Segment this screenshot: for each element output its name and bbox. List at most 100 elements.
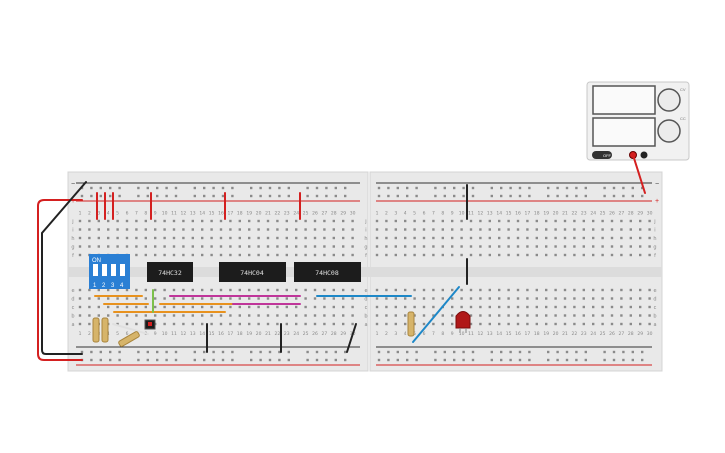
breadboard-hole[interactable] <box>622 350 625 354</box>
breadboard-hole[interactable] <box>406 194 409 198</box>
breadboard-hole[interactable] <box>432 219 435 223</box>
breadboard-hole[interactable] <box>238 236 241 240</box>
breadboard-hole[interactable] <box>323 236 326 240</box>
breadboard-hole[interactable] <box>460 228 463 231</box>
breadboard-hole[interactable] <box>629 305 632 309</box>
breadboard-hole[interactable] <box>193 186 196 190</box>
breadboard-hole[interactable] <box>97 288 100 292</box>
breadboard-hole[interactable] <box>488 314 491 317</box>
breadboard-hole[interactable] <box>212 358 215 362</box>
breadboard-hole[interactable] <box>118 186 121 190</box>
breadboard-hole[interactable] <box>554 236 557 240</box>
breadboard-hole[interactable] <box>295 305 298 309</box>
breadboard-hole[interactable] <box>144 305 147 309</box>
breadboard-hole[interactable] <box>612 350 616 354</box>
breadboard-hole[interactable] <box>488 253 491 257</box>
breadboard-hole[interactable] <box>219 245 223 248</box>
breadboard-hole[interactable] <box>413 253 416 257</box>
breadboard-hole[interactable] <box>498 228 501 231</box>
breadboard-hole[interactable] <box>535 228 538 231</box>
breadboard-hole[interactable] <box>144 228 147 231</box>
breadboard-hole[interactable] <box>163 288 166 292</box>
breadboard-hole[interactable] <box>201 228 204 231</box>
breadboard-hole[interactable] <box>396 350 399 354</box>
breadboard-hole[interactable] <box>295 314 298 317</box>
breadboard-hole[interactable] <box>219 314 223 317</box>
breadboard-hole[interactable] <box>404 236 407 240</box>
breadboard-hole[interactable] <box>99 350 102 354</box>
breadboard-hole[interactable] <box>221 194 225 198</box>
breadboard-hole[interactable] <box>174 186 178 190</box>
breadboard-hole[interactable] <box>601 305 604 309</box>
breadboard-hole[interactable] <box>394 314 397 317</box>
breadboard-hole[interactable] <box>375 236 379 240</box>
breadboard-hole[interactable] <box>172 297 176 300</box>
breadboard-hole[interactable] <box>622 194 625 198</box>
breadboard-hole[interactable] <box>154 297 157 300</box>
breadboard-hole[interactable] <box>432 253 435 257</box>
breadboard-hole[interactable] <box>219 297 223 300</box>
breadboard-hole[interactable] <box>163 314 166 317</box>
breadboard-hole[interactable] <box>118 350 121 354</box>
breadboard-hole[interactable] <box>563 305 567 309</box>
breadboard-hole[interactable] <box>193 194 196 198</box>
breadboard-hole[interactable] <box>601 288 604 292</box>
breadboard-hole[interactable] <box>107 288 110 292</box>
breadboard-hole[interactable] <box>582 245 585 248</box>
negative-terminal[interactable] <box>640 151 648 159</box>
breadboard-hole[interactable] <box>385 314 388 317</box>
breadboard-hole[interactable] <box>116 322 119 326</box>
breadboard-hole[interactable] <box>396 186 399 190</box>
breadboard-hole[interactable] <box>99 186 102 190</box>
breadboard-hole[interactable] <box>342 305 345 309</box>
breadboard-hole[interactable] <box>257 253 260 257</box>
breadboard-hole[interactable] <box>498 322 501 326</box>
breadboard-hole[interactable] <box>268 194 272 198</box>
breadboard-hole[interactable] <box>238 297 241 300</box>
breadboard-hole[interactable] <box>97 297 100 300</box>
breadboard-hole[interactable] <box>554 288 557 292</box>
breadboard-hole[interactable] <box>498 314 501 317</box>
breadboard-hole[interactable] <box>146 358 149 362</box>
breadboard-hole[interactable] <box>641 358 644 362</box>
breadboard-hole[interactable] <box>565 358 569 362</box>
breadboard-hole[interactable] <box>248 236 251 240</box>
breadboard-hole[interactable] <box>488 322 491 326</box>
breadboard-hole[interactable] <box>453 358 456 362</box>
breadboard-hole[interactable] <box>648 253 651 257</box>
breadboard-hole[interactable] <box>163 297 166 300</box>
breadboard-hole[interactable] <box>257 219 260 223</box>
breadboard-hole[interactable] <box>479 236 482 240</box>
breadboard-hole[interactable] <box>507 297 510 300</box>
breadboard-hole[interactable] <box>116 245 119 248</box>
breadboard-hole[interactable] <box>375 305 379 309</box>
breadboard-hole[interactable] <box>488 297 491 300</box>
breadboard-hole[interactable] <box>460 219 463 223</box>
breadboard-hole[interactable] <box>535 253 538 257</box>
breadboard-hole[interactable] <box>285 253 288 257</box>
breadboard-hole[interactable] <box>334 194 337 198</box>
breadboard-hole[interactable] <box>229 219 232 223</box>
breadboard-hole[interactable] <box>203 358 206 362</box>
breadboard-hole[interactable] <box>385 245 388 248</box>
breadboard-hole[interactable] <box>639 219 642 223</box>
breadboard-hole[interactable] <box>313 305 317 309</box>
breadboard-hole[interactable] <box>107 297 110 300</box>
breadboard-hole[interactable] <box>413 314 416 317</box>
breadboard-hole[interactable] <box>259 350 262 354</box>
breadboard-hole[interactable] <box>304 305 307 309</box>
breadboard-hole[interactable] <box>526 219 529 223</box>
breadboard-hole[interactable] <box>154 253 157 257</box>
breadboard-hole[interactable] <box>342 253 345 257</box>
breadboard-hole[interactable] <box>528 350 531 354</box>
breadboard-hole[interactable] <box>193 350 196 354</box>
breadboard-hole[interactable] <box>118 194 121 198</box>
breadboard-hole[interactable] <box>563 314 567 317</box>
breadboard-hole[interactable] <box>387 186 390 190</box>
breadboard-hole[interactable] <box>257 297 260 300</box>
breadboard-hole[interactable] <box>276 314 279 317</box>
breadboard-hole[interactable] <box>488 219 491 223</box>
breadboard-hole[interactable] <box>182 297 185 300</box>
breadboard-hole[interactable] <box>451 305 454 309</box>
breadboard-hole[interactable] <box>295 253 298 257</box>
